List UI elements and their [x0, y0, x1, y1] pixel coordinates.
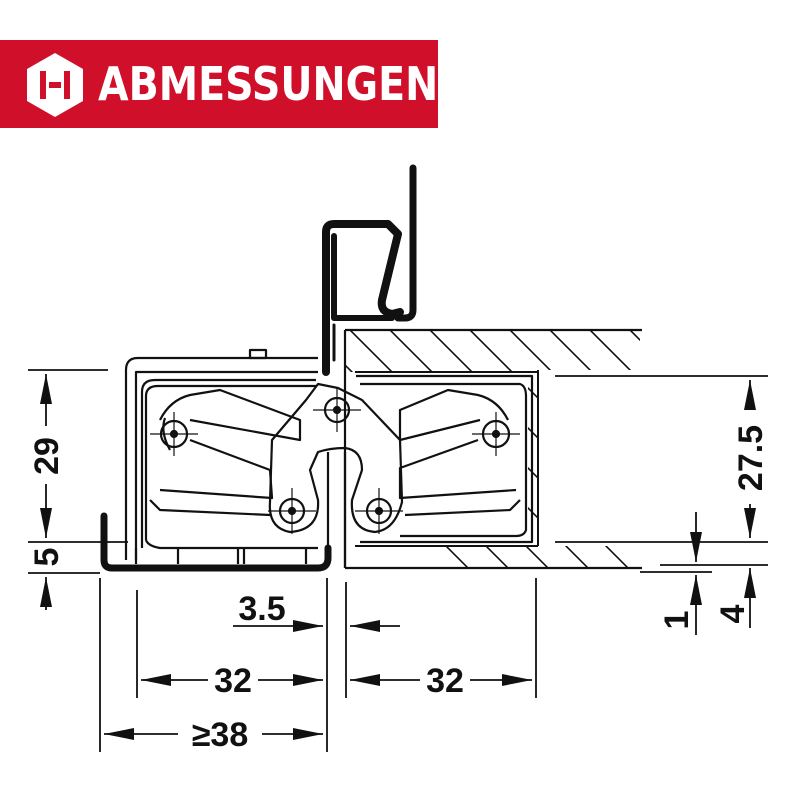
dim-label-3-5: 3.5	[238, 590, 285, 628]
dim-label-5: 5	[28, 548, 66, 567]
dim-label-1: 1	[658, 611, 696, 630]
dim-label-4: 4	[714, 604, 752, 623]
door-leaf-section	[343, 328, 642, 570]
dimension-lines	[28, 369, 768, 752]
dim-label-29: 29	[28, 437, 66, 475]
frame-profile	[100, 164, 417, 572]
dim-label-32-left: 32	[214, 662, 252, 700]
page-title: ABMESSUNGEN	[98, 57, 439, 111]
dim-label-32-right: 32	[426, 662, 464, 700]
dim-label-min-38: ≥38	[192, 716, 248, 754]
hinge-body	[124, 348, 534, 568]
hexagon-h-logo-icon	[27, 53, 83, 117]
header-banner: ABMESSUNGEN	[0, 40, 438, 128]
dim-label-27-5: 27.5	[732, 425, 770, 491]
